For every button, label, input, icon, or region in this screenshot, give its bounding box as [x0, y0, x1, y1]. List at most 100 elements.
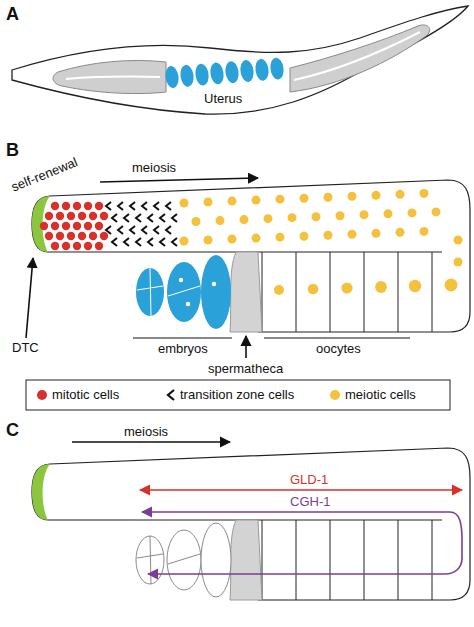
- mitotic-cell: [95, 222, 103, 230]
- meiotic-cell: [192, 217, 201, 226]
- meiotic-cell: [324, 231, 333, 240]
- meiotic-cell: [288, 213, 297, 222]
- panel-letter: B: [6, 140, 19, 161]
- meiotic-cell: [408, 208, 417, 217]
- transition-zone-cell: [142, 226, 147, 234]
- transition-zone-cell: [172, 238, 177, 246]
- mitotic-cell: [67, 212, 75, 220]
- meiotic-cell: [360, 210, 369, 219]
- embryo-cleavage: [168, 554, 200, 564]
- transition-zone-cell: [136, 214, 141, 222]
- panel-letter: C: [6, 420, 19, 441]
- transition-zone-cell: [160, 238, 165, 246]
- transition-zone-cell: [154, 226, 159, 234]
- egg: [179, 64, 195, 88]
- legend-swatch: [330, 390, 340, 400]
- transition-zone-cell: [166, 226, 171, 234]
- embryo: [167, 262, 201, 322]
- legend-label: mitotic cells: [52, 387, 119, 402]
- mitotic-cell: [84, 222, 92, 230]
- mitotic-cell: [62, 202, 70, 210]
- mitotic-cell: [73, 242, 81, 250]
- mitotic-cell: [62, 242, 70, 250]
- transition-zone-cell: [166, 202, 171, 210]
- legend-label: transition zone cells: [180, 387, 294, 402]
- meiotic-cell: [420, 189, 429, 198]
- oocyte-border: [432, 252, 433, 332]
- gonad-arm-lumen: [294, 32, 420, 80]
- meiotic-cell: [180, 199, 189, 208]
- meiotic-cell: [384, 209, 393, 218]
- meiosis-arrow: [100, 178, 258, 182]
- meiotic-cell: [228, 197, 237, 206]
- gonad-arm: [290, 25, 430, 92]
- oocyte-border: [398, 520, 399, 600]
- meiotic-cell: [204, 198, 213, 207]
- oocyte-border: [398, 252, 399, 332]
- embryo-cleavage: [137, 268, 163, 316]
- embryo-nucleus: [212, 282, 216, 286]
- mitotic-cell: [73, 222, 81, 230]
- gonad-outline: [32, 448, 470, 600]
- meiotic-cell: [276, 233, 285, 242]
- egg: [164, 65, 180, 89]
- protein-label: GLD-1: [290, 472, 328, 488]
- structure-label: oocytes: [316, 341, 361, 357]
- transition-zone-cell: [148, 238, 153, 246]
- egg: [224, 60, 240, 84]
- gonad-panel-b: [26, 178, 470, 358]
- meiotic-cell: [240, 215, 249, 224]
- oocyte-nucleus: [341, 282, 352, 293]
- oocytes-bracket: [264, 337, 410, 338]
- structure-label: DTC: [12, 340, 39, 356]
- egg: [239, 59, 255, 83]
- embryo: [136, 268, 164, 316]
- meiotic-cell: [372, 191, 381, 200]
- oocyte-border: [432, 520, 433, 600]
- meiotic-cell: [300, 194, 309, 203]
- legend-frame: [26, 380, 450, 410]
- oocyte-nucleus: [308, 284, 319, 295]
- legend-chevron-sample: [168, 390, 174, 400]
- oocyte-border: [296, 520, 297, 600]
- mitotic-cell: [89, 212, 97, 220]
- spermatheca-shape: [230, 252, 262, 332]
- egg: [269, 57, 285, 81]
- gonad-outline: [32, 180, 470, 332]
- cgh1-arrow: [142, 512, 462, 574]
- meiotic-cell: [454, 258, 463, 267]
- oocyte-nucleus: [375, 281, 387, 293]
- oocyte-border: [330, 520, 331, 600]
- oocyte-border: [364, 252, 365, 332]
- process-label: meiosis: [132, 160, 176, 176]
- transition-zone-cell: [160, 214, 165, 222]
- protein-label: CGH-1: [290, 494, 330, 510]
- meiotic-cell: [252, 196, 261, 205]
- meiotic-cell: [228, 235, 237, 244]
- embryo-cleavage: [137, 536, 163, 584]
- structure-label: embryos: [158, 341, 208, 357]
- mitotic-cell: [40, 222, 48, 230]
- dtc-pointer: [26, 258, 33, 338]
- legend-swatch: [37, 390, 47, 400]
- oocyte-nucleus: [445, 279, 458, 292]
- oocyte-border: [364, 520, 365, 600]
- transition-zone-cell: [124, 214, 129, 222]
- transition-zone-cell: [142, 202, 147, 210]
- embryo: [136, 536, 164, 584]
- mitotic-cell: [45, 232, 53, 240]
- mitotic-cell: [95, 242, 103, 250]
- egg: [194, 63, 210, 87]
- transition-zone-cell: [124, 238, 129, 246]
- mitotic-cell: [62, 222, 70, 230]
- meiotic-cell: [348, 230, 357, 239]
- mitotic-cell: [100, 232, 108, 240]
- transition-zone-cell: [118, 226, 123, 234]
- transition-zone-cell: [130, 202, 135, 210]
- gonad-panel-c: [32, 442, 470, 600]
- transition-zone-cell: [118, 202, 123, 210]
- meiotic-cell: [372, 229, 381, 238]
- oocyte-nucleus: [274, 285, 284, 295]
- meiotic-cell: [324, 193, 333, 202]
